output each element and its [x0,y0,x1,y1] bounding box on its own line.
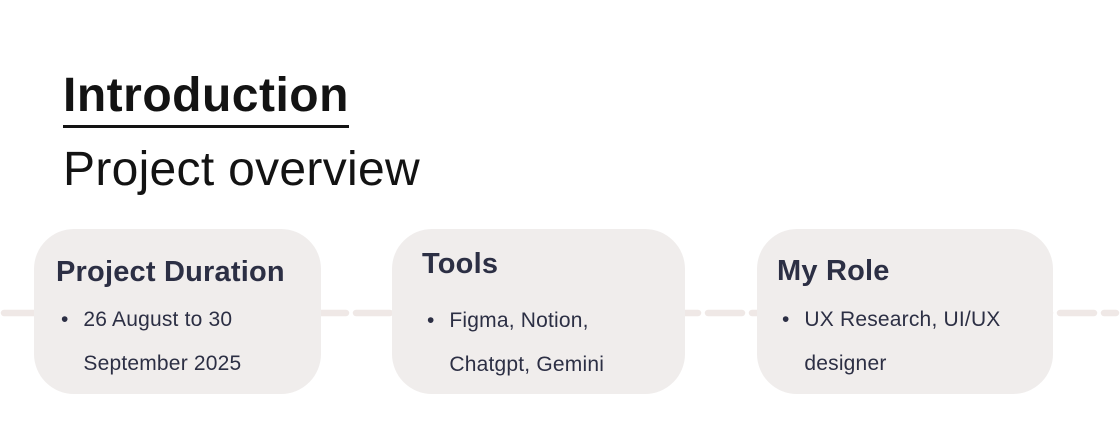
card-title: Tools [422,248,499,280]
card-title: Project Duration [56,256,285,288]
card-title: My Role [777,255,890,287]
bullet-item: • UX Research, UI/UX designer [777,298,1029,386]
card-project-duration: Project Duration • 26 August to 30 Septe… [34,229,321,394]
section-title: Introduction [63,72,349,128]
bullet-dot: • [61,307,69,331]
bullet-dot: • [427,308,435,332]
bullet-item: • 26 August to 30 September 2025 [56,298,297,386]
bullet-text: 26 August to 30 September 2025 [83,307,242,375]
card-tools: Tools • Figma, Notion, Chatgpt, Gemini [392,229,685,394]
bullet-item: • Figma, Notion, Chatgpt, Gemini [422,299,661,387]
bullet-text: UX Research, UI/UX designer [804,307,1001,375]
bullet-text: Figma, Notion, Chatgpt, Gemini [449,308,605,376]
card-my-role: My Role • UX Research, UI/UX designer [757,229,1053,394]
bullet-dot: • [782,307,790,331]
page-title: Project overview [63,143,420,196]
